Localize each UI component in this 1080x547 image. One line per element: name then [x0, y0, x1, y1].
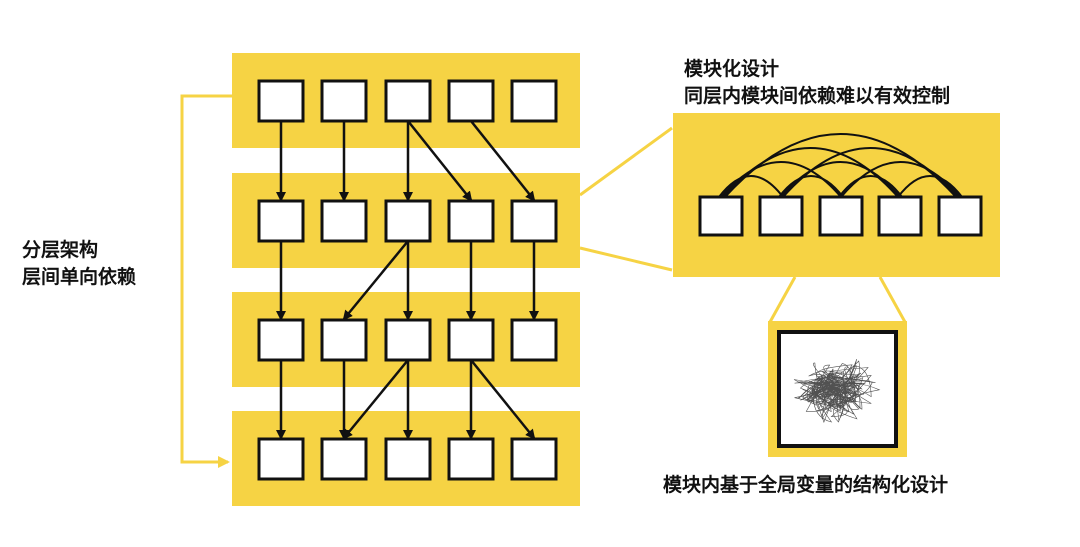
zoom-connector-right — [878, 276, 907, 323]
detail-module-box — [758, 195, 804, 237]
dependency-arrow — [470, 120, 536, 202]
module-dependency-arc — [838, 175, 903, 198]
detail-module-box — [818, 195, 864, 237]
module-box — [384, 199, 432, 243]
detail-connector-bottom — [579, 246, 673, 272]
module-dependency-arc — [897, 175, 963, 198]
module-box — [257, 318, 305, 362]
module-dependency-arc — [840, 161, 961, 198]
module-box — [510, 437, 558, 481]
module-box — [510, 318, 558, 362]
dependency-arrow — [342, 359, 409, 440]
module-box — [447, 79, 495, 123]
module-box — [447, 318, 495, 362]
modular-design-label: 模块化设计 同层内模块间依赖难以有效控制 — [684, 56, 950, 110]
module-box — [510, 79, 558, 123]
module-box — [257, 199, 305, 243]
module-dependency-arc — [780, 161, 901, 198]
modular-title: 模块化设计 — [684, 58, 780, 80]
layered-title: 分层架构 — [22, 239, 99, 261]
module-box — [257, 437, 305, 481]
module-box — [447, 199, 495, 243]
module-box — [320, 437, 368, 481]
detail-module-box — [698, 195, 744, 237]
detail-module-box — [937, 195, 983, 237]
module-box — [320, 199, 368, 243]
detail-module-box — [877, 195, 923, 237]
layered-subtitle: 层间单向依赖 — [22, 266, 137, 288]
layered-architecture-label: 分层架构 层间单向依赖 — [22, 237, 136, 291]
module-box — [384, 318, 432, 362]
detail-connector-top — [579, 126, 673, 197]
dependency-arrow — [407, 120, 473, 202]
module-box — [384, 437, 432, 481]
module-box — [257, 79, 305, 123]
module-box — [320, 318, 368, 362]
global-variable-scribble — [793, 359, 881, 423]
layer-bracket-connector — [180, 94, 232, 468]
zoom-connector-left — [768, 276, 797, 323]
module-dependency-arc — [720, 161, 842, 198]
module-box — [320, 79, 368, 123]
module-box — [384, 79, 432, 123]
module-box — [447, 437, 495, 481]
module-dependency-arc — [718, 175, 784, 198]
dependency-arrow — [342, 240, 409, 321]
global-variable-caption: 模块内基于全局变量的结构化设计 — [663, 474, 949, 496]
module-dependency-arc — [778, 175, 844, 198]
dependency-arrow — [470, 359, 536, 440]
modular-subtitle: 同层内模块间依赖难以有效控制 — [684, 85, 951, 107]
module-box — [510, 199, 558, 243]
